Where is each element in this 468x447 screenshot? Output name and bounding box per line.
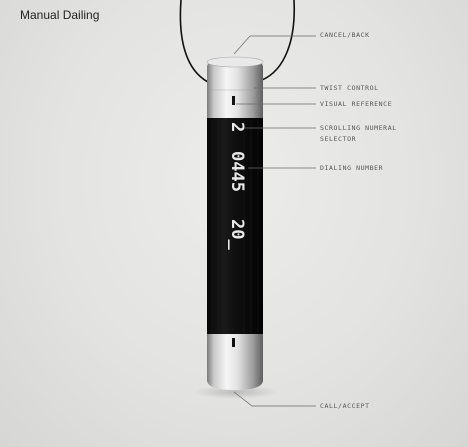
top-cap [207, 58, 263, 120]
lanyard-cord-right [261, 0, 296, 81]
top-cap-face [206, 56, 264, 68]
visual-reference-mark [232, 96, 235, 105]
dialing-number-line2: 20_ [227, 219, 247, 250]
device-body [207, 118, 263, 336]
label-dialing-number: DIALING NUMBER [320, 164, 384, 172]
label-scrolling-line1: SCROLLING NUMERAL [320, 124, 397, 132]
device-shadow [194, 385, 278, 399]
label-visual-reference: VISUAL REFERENCE [320, 100, 393, 108]
bottom-cap [207, 334, 263, 390]
lanyard-cord-left [179, 0, 209, 83]
dialing-number-line1: 0445 [227, 151, 247, 192]
call-button-mark [232, 338, 235, 347]
body-texture [211, 120, 259, 334]
label-scrolling-line2: SELECTOR [320, 135, 357, 143]
label-call-accept: CALL/ACCEPT [320, 402, 370, 410]
leader-call [233, 391, 316, 407]
leader-cancel [233, 35, 316, 55]
label-scrolling-selector: SCROLLING NUMERAL SELECTOR [320, 123, 397, 145]
label-twist-control: TWIST CONTROL [320, 84, 379, 92]
label-cancel-back: CANCEL/BACK [320, 31, 370, 39]
page-title: Manual Dailing [20, 8, 100, 22]
leader-lines [233, 35, 316, 407]
selector-digit: 2 [227, 122, 247, 132]
